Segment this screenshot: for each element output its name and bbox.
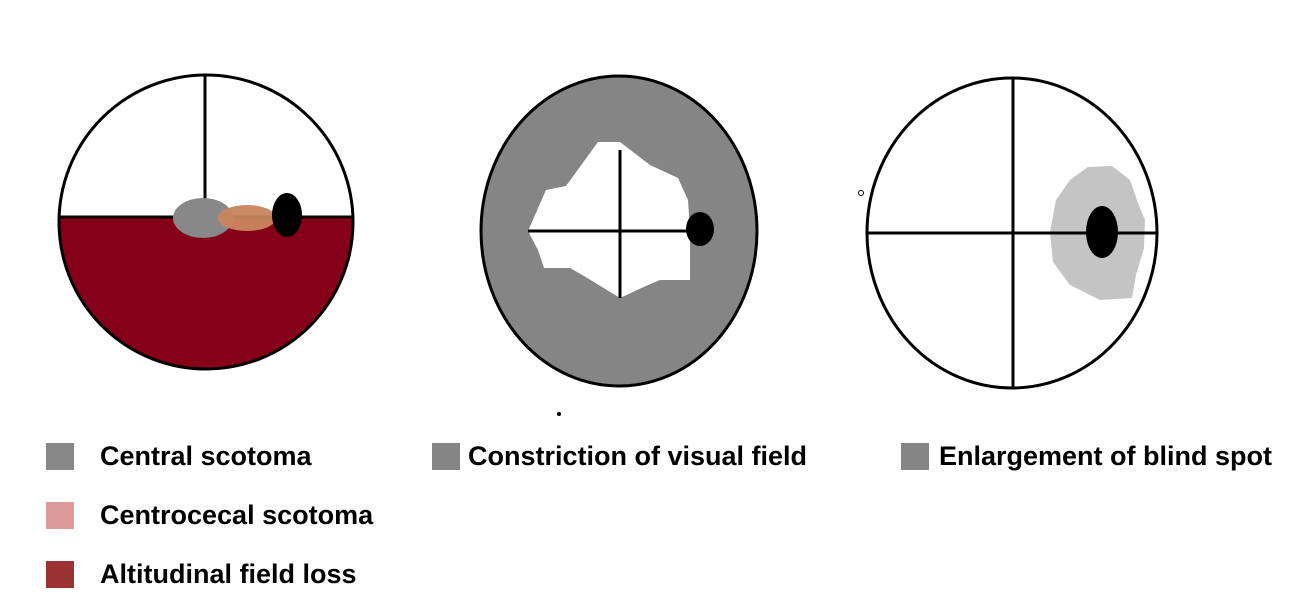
enlarged-blind-spot-label: Enlargement of blind spot [939,441,1273,471]
field-3-outline [865,76,1159,390]
constriction-label: Constriction of visual field [468,441,808,471]
blind-spot-1 [272,193,302,237]
central-scotoma-area [173,198,233,238]
altitudinal-field-loss-swatch [46,561,74,588]
legend-centrocecal-scotoma: Centrocecal scotoma [46,500,373,531]
altitudinal-field-loss-label: Altitudinal field loss [100,559,357,589]
centrocecal-scotoma-area [218,205,276,231]
altitudinal-field-loss-area [59,217,353,369]
stray-small-circle [858,190,864,196]
blind-spot-3 [1086,206,1118,258]
stray-dot [557,412,561,416]
legend-central-scotoma: Central scotoma [46,441,312,472]
visual-field-1 [57,73,355,371]
centrocecal-scotoma-swatch [46,502,74,529]
constriction-swatch [432,443,460,470]
centrocecal-scotoma-label: Centrocecal scotoma [100,500,374,530]
blind-spot-2 [686,212,714,246]
enlarged-blind-spot-swatch [901,443,929,470]
remaining-central-field [528,142,690,298]
visual-field-2 [479,74,759,416]
central-scotoma-label: Central scotoma [100,441,312,471]
legend-constriction: Constriction of visual field [432,441,807,472]
legend-altitudinal-field-loss: Altitudinal field loss [46,559,357,590]
legend-enlarged-blind-spot: Enlargement of blind spot [901,441,1272,472]
field-1-outline [57,73,355,371]
central-scotoma-swatch [46,443,74,470]
visual-field-3 [858,76,1159,390]
field-2-outline [479,74,759,388]
